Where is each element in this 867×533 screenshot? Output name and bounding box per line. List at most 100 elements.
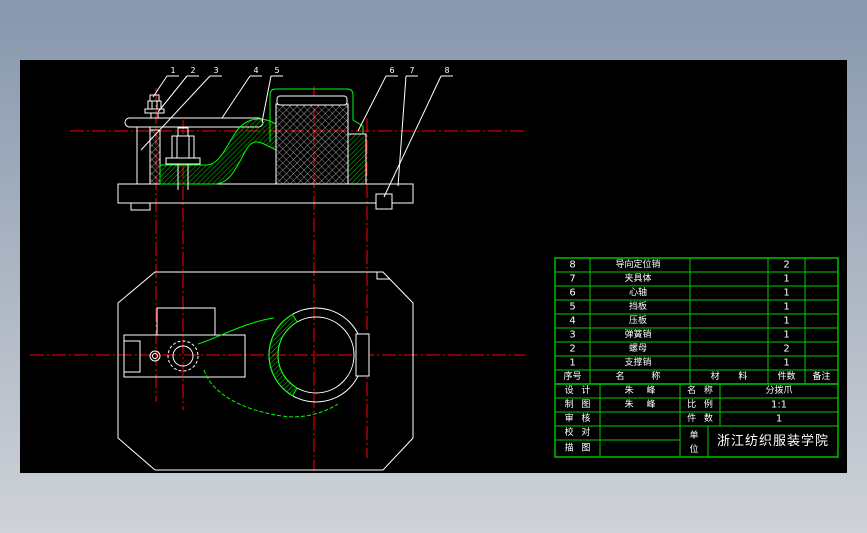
parts-row: 6 心轴 1: [569, 286, 789, 299]
part-name-label: 名 称: [687, 384, 713, 396]
leader-4-line: [221, 75, 251, 119]
workpiece-hub-outline: [269, 88, 364, 142]
leader-2: 2: [157, 66, 199, 113]
balloon-1: 1: [170, 66, 175, 75]
top-bolt-head: [149, 94, 160, 102]
design-label: 设 计: [565, 384, 591, 396]
leader-7-line: [397, 75, 407, 187]
trace-label: 描 图: [565, 442, 591, 454]
parts-row: 1 支撑销 1: [569, 356, 789, 369]
title-block: 8 导向定位销 2 7 夹具体 1 6 心轴 1 5 挡板 1 4 压板: [554, 257, 839, 458]
balloon-5: 5: [274, 66, 279, 75]
part-name: 螺母: [629, 343, 647, 354]
scale-value: 1:1: [771, 400, 787, 411]
parts-row: 4 压板 1: [569, 314, 789, 327]
clamp-bolt: [172, 345, 194, 367]
draw-value: 朱 峰: [625, 398, 656, 410]
support-pin-hole: [149, 350, 161, 362]
top-bolt-nut: [147, 100, 162, 110]
unit-value: 浙江纺织服装学院: [717, 433, 829, 449]
part-number: 7: [569, 274, 575, 285]
clamp-washer: [165, 157, 201, 165]
part-name: 压板: [629, 314, 647, 326]
base-plate: [117, 183, 414, 204]
title-block-fields: 设 计 朱 峰 制 图 朱 峰 审 核 校 对 描 图 名 称 分拨爪 比 例 …: [565, 384, 829, 455]
part-name-value: 分拨爪: [765, 384, 792, 396]
leader-8-line: [383, 75, 442, 198]
workpiece-arm-lower-edge: [203, 369, 339, 418]
part-name: 挡板: [629, 300, 647, 312]
part-number: 1: [569, 358, 575, 369]
part-number: 2: [569, 344, 575, 355]
fixture-body-outline: [117, 271, 414, 471]
hub-section-hatch: [268, 313, 298, 397]
plan-view: [117, 271, 414, 471]
leader-6-line: [357, 75, 387, 132]
parts-row: 2 螺母 2: [569, 343, 789, 355]
clamp-nut-body: [171, 135, 195, 159]
leader-3: 3: [140, 66, 222, 151]
part-qty: 1: [783, 274, 789, 285]
leader-7: 7: [397, 66, 418, 187]
balloon-2: 2: [190, 66, 195, 75]
part-name: 导向定位销: [615, 258, 660, 270]
header-remark: 备注: [812, 370, 830, 382]
part-qty: 2: [783, 260, 789, 271]
design-value: 朱 峰: [625, 384, 656, 396]
stop-tab: [355, 333, 370, 377]
unit-label-top: 单: [689, 429, 698, 441]
leader-6: 6: [357, 66, 398, 132]
clamp-nut-hidden-outline: [167, 340, 199, 372]
balloon-3: 3: [213, 66, 218, 75]
header-name: 名 称: [616, 370, 661, 382]
spring-pin-section: [149, 129, 161, 185]
base-foot: [130, 202, 151, 211]
balloon-8: 8: [444, 66, 449, 75]
leader-5: 5: [261, 66, 283, 123]
draw-label: 制 图: [565, 398, 591, 410]
guide-pin: [375, 193, 393, 210]
clamp-nut: [165, 127, 201, 190]
part-number: 6: [569, 288, 575, 299]
scale-label: 比 例: [687, 398, 713, 410]
support-pin-hole-inner: [152, 353, 158, 359]
workpiece-arm-upper-edge: [197, 317, 275, 345]
stop-block-section: [347, 133, 367, 185]
part-number: 8: [569, 260, 575, 271]
parts-row: 3 弹簧销 1: [569, 328, 789, 341]
quantity-label: 件 数: [687, 412, 713, 424]
balloon-7: 7: [409, 66, 414, 75]
leader-8: 8: [383, 66, 453, 198]
table-lines: [554, 257, 839, 458]
part-number: 4: [569, 316, 575, 327]
balloon-6: 6: [389, 66, 394, 75]
balloon-4: 4: [253, 66, 258, 75]
parts-row: 7 夹具体 1: [569, 272, 789, 285]
leader-1: 1: [152, 66, 179, 98]
leader-1-line: [152, 75, 168, 98]
check-label: 校 对: [565, 426, 591, 438]
fixture-body-notch: [376, 272, 390, 280]
part-qty: 1: [783, 316, 789, 327]
parts-list: 8 导向定位销 2 7 夹具体 1 6 心轴 1 5 挡板 1 4 压板: [563, 258, 830, 382]
review-label: 审 核: [565, 412, 591, 424]
part-number: 5: [569, 302, 575, 313]
part-name: 夹具体: [624, 272, 651, 284]
leader-5-line: [261, 75, 272, 123]
top-bolt: [144, 94, 165, 119]
part-number: 3: [569, 330, 575, 341]
top-bolt-shank: [150, 112, 159, 119]
clamp-plate-end: [123, 340, 141, 373]
part-qty: 2: [783, 344, 789, 355]
header-qty: 件数: [777, 370, 795, 382]
mandrel-body-section: [275, 103, 349, 185]
support-pin: [136, 126, 151, 185]
part-name: 弹簧销: [624, 328, 651, 340]
part-qty: 1: [783, 302, 789, 313]
parts-row: 5 挡板 1: [569, 300, 789, 313]
part-qty: 1: [783, 288, 789, 299]
table-border: [554, 257, 839, 458]
part-qty: 1: [783, 358, 789, 369]
parts-row: 8 导向定位销 2: [569, 258, 789, 271]
